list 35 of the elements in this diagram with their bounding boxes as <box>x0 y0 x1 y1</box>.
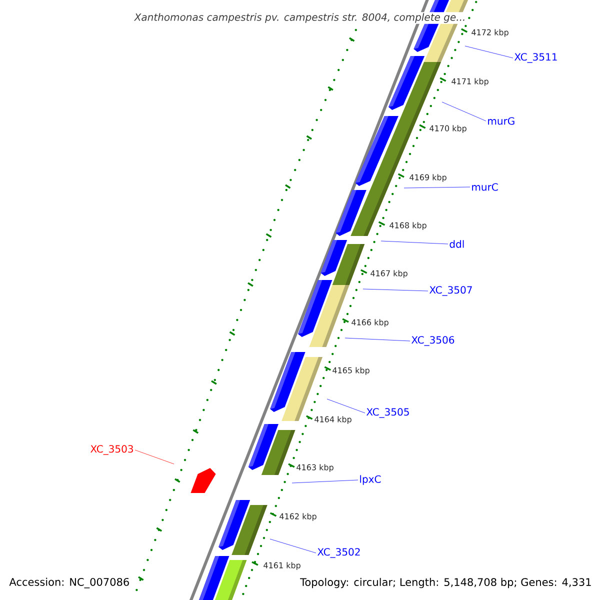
leader-line <box>326 398 366 414</box>
leader-line <box>344 338 410 342</box>
scale-label: 4169 kbp <box>410 174 446 182</box>
scale-label: 4172 kbp <box>472 29 508 37</box>
scale-label: 4162 kbp <box>280 513 316 521</box>
leader-line <box>404 186 470 188</box>
scale-label: 4163 kbp <box>296 464 334 472</box>
scale-label: 4171 kbp <box>452 78 488 86</box>
genome-info-text: Topology: circular; Length: 5,148,708 bp; Genes: 4,331 <box>300 578 591 588</box>
leader-line <box>380 240 448 244</box>
gene-label: lpxC <box>360 475 381 485</box>
gene-label: XC_3506 <box>412 336 454 346</box>
title: Xanthomonas campestris pv. campestris str. 8004, complete ge... <box>133 12 467 24</box>
gene-label: XC_3511 <box>514 53 557 63</box>
leader-line <box>270 538 316 554</box>
gene-label: XC_3503 <box>90 445 133 455</box>
gene-label: XC_3507 <box>430 286 472 296</box>
leader-line <box>292 480 358 484</box>
gene-label: XC_3505 <box>366 408 409 418</box>
leader-line <box>362 288 428 292</box>
scale-label: 4170 kbp <box>430 125 466 133</box>
scale-label: 4168 kbp <box>390 222 426 230</box>
gene-label: murC <box>472 183 498 191</box>
accession-text: Accession: NC_007086 <box>9 578 129 588</box>
gene-label: XC_3502 <box>318 548 360 558</box>
gene-label: murG <box>488 117 514 125</box>
scale-label: 4165 kbp <box>332 367 370 375</box>
scale-label: 4167 kbp <box>370 270 408 278</box>
scale-label: 4161 kbp <box>264 562 300 570</box>
leader-line <box>134 450 174 464</box>
leader-line <box>464 46 514 58</box>
scale-label: 4166 kbp <box>352 319 388 327</box>
scale-label: 4164 kbp <box>314 416 352 424</box>
leader-line <box>442 102 486 122</box>
gene-label: ddl <box>450 240 464 248</box>
